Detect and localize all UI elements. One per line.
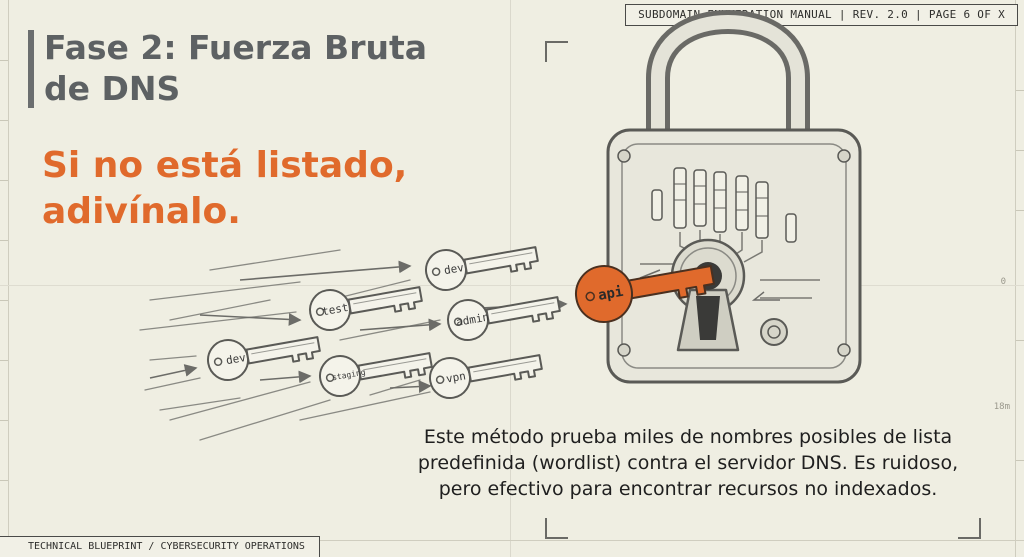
frame-line-left — [8, 0, 9, 557]
slide-title: Fase 2: Fuerza Bruta de DNS — [44, 28, 428, 108]
padlock — [606, 9, 862, 384]
key-label-admin: admin — [455, 310, 490, 329]
key-staging: staging — [315, 339, 436, 401]
key-vpn: vpn — [425, 341, 546, 403]
key-label-api: api — [597, 284, 625, 304]
scale-mark-zero: 0 — [1000, 277, 1006, 287]
frame-line-center — [510, 0, 511, 557]
frame-line-bottom — [0, 540, 1024, 541]
key-label-dev-left: dev — [225, 351, 247, 367]
key-label-test: test — [321, 301, 349, 318]
key-label-dev-top: dev — [443, 261, 465, 277]
slide-subtitle: Si no está listado, adivínalo. — [42, 145, 408, 232]
corner-brackets — [545, 41, 981, 539]
key-label-vpn: vpn — [445, 369, 467, 385]
slide-description: Este método prueba miles de nombres posi… — [417, 426, 959, 500]
frame-line-horizontal — [0, 285, 1024, 286]
frame-line-right — [1015, 0, 1016, 557]
footer-label: TECHNICAL BLUEPRINT / CYBERSECURITY OPER… — [0, 536, 320, 557]
key-dev-left: dev — [203, 323, 324, 385]
key-api-active: api — [575, 265, 715, 323]
motion-streaks — [139, 249, 441, 441]
key-dev-top: dev — [421, 233, 542, 295]
key-admin: admin — [443, 283, 564, 345]
scale-mark-18m: 18m — [993, 402, 1010, 412]
key-test: test — [305, 273, 426, 335]
title-accent-bar — [28, 30, 34, 108]
